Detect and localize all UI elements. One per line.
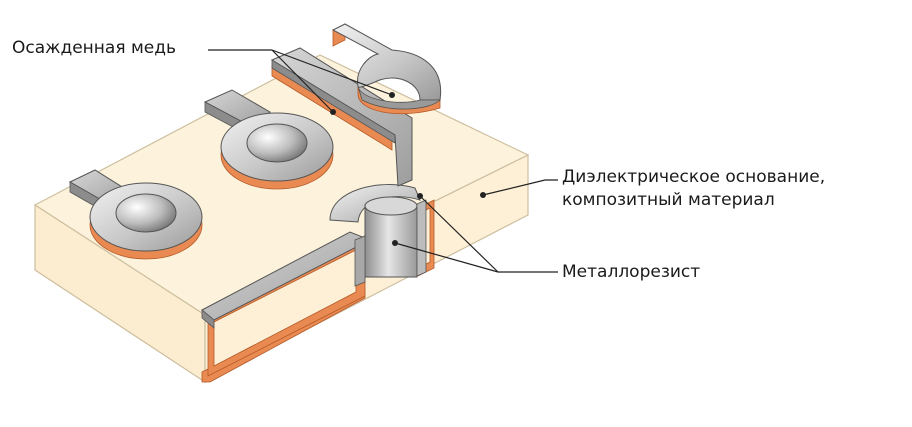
left-pad-hole bbox=[115, 193, 177, 233]
half-pad-metal bbox=[331, 23, 442, 101]
leader-lines bbox=[208, 49, 558, 273]
leader-copper-b bbox=[271, 49, 393, 96]
top-trace bbox=[270, 47, 413, 187]
leader-resist-a bbox=[394, 242, 499, 273]
leader-dielectric bbox=[482, 179, 558, 196]
middle-pad-hole bbox=[246, 123, 308, 163]
via-wall bbox=[364, 204, 418, 278]
via-barrel bbox=[329, 184, 427, 287]
middle-pad bbox=[203, 89, 334, 190]
half-pad bbox=[331, 23, 442, 115]
left-pad bbox=[68, 169, 203, 260]
leader-copper-a bbox=[271, 49, 334, 113]
label-dielectric-line1: Диэлектрическое основание, bbox=[562, 167, 826, 187]
label-dielectric-line2: композитный материал bbox=[562, 190, 775, 210]
label-metal-resist: Металлорезист bbox=[562, 262, 701, 282]
label-deposited-copper: Осажденная медь bbox=[12, 38, 177, 58]
copper-front-inner bbox=[213, 249, 357, 367]
leader-resist-b bbox=[419, 195, 499, 273]
